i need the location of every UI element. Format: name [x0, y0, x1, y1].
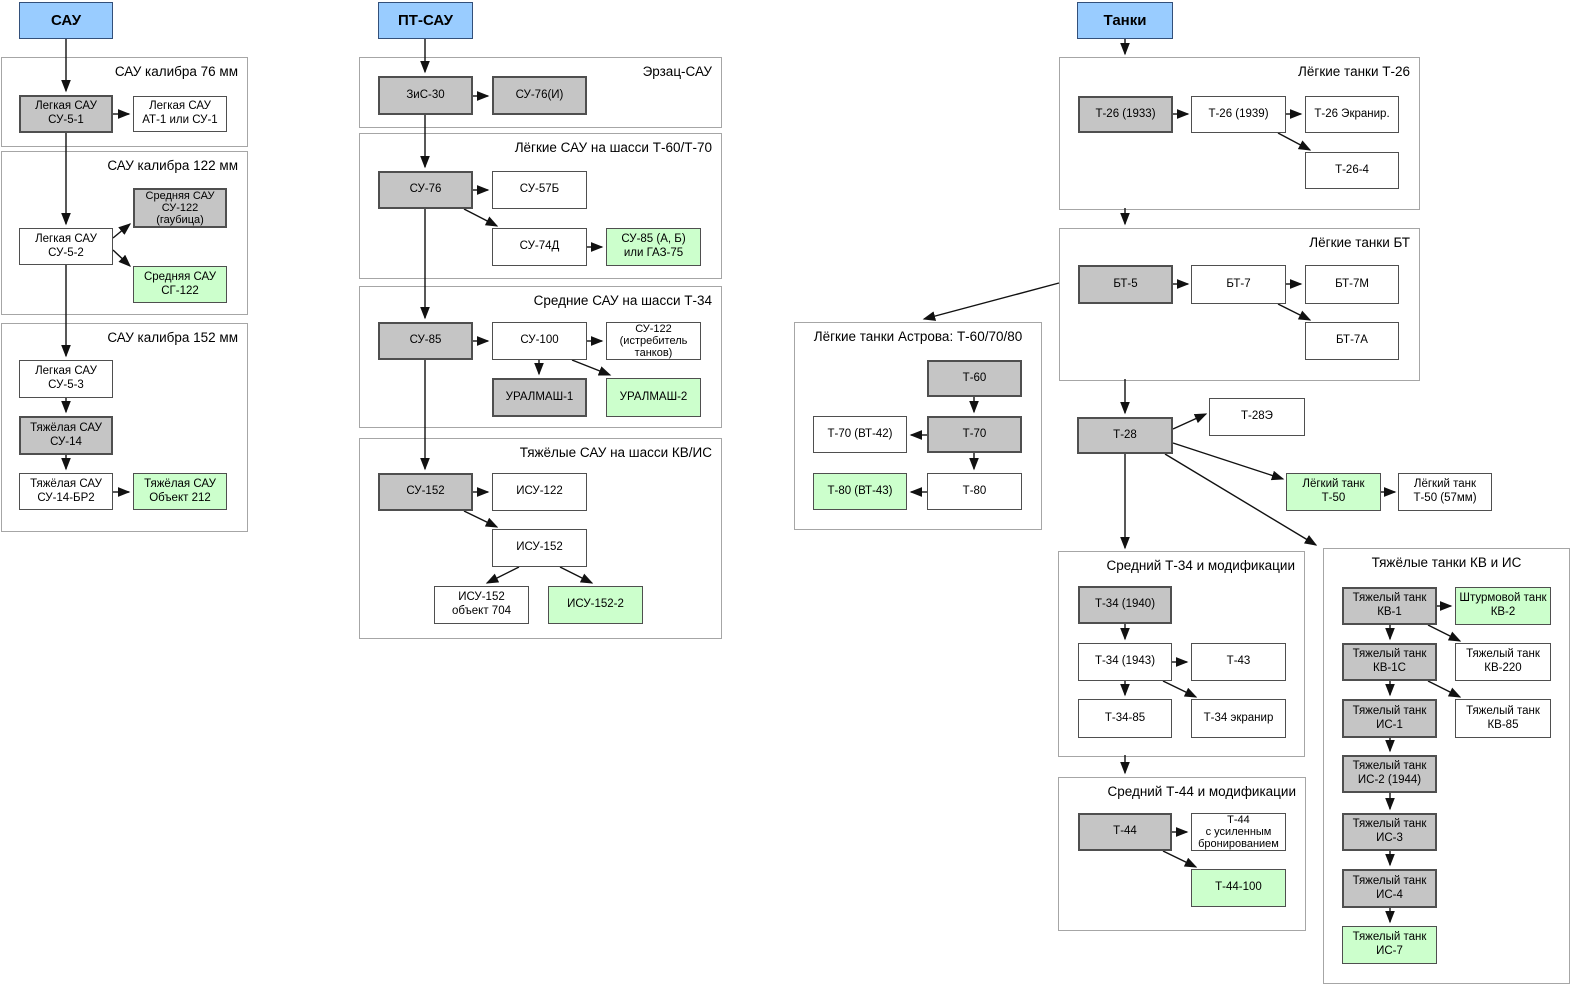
node-t-34-1940: Т-34 (1940) — [1078, 586, 1172, 624]
node-is-7: Тяжелый танк ИС-7 — [1342, 926, 1437, 964]
node-kv-85: Тяжелый танк КВ-85 — [1455, 699, 1551, 738]
group-title: САУ калибра 122 мм — [107, 158, 238, 173]
node-t-28e: Т-28Э — [1209, 398, 1305, 436]
node-t-44-reinforced-armor: Т-44 с усиленным бронированием — [1191, 813, 1286, 851]
group-title: Средний Т-44 и модификации — [1107, 784, 1296, 799]
node-t-44-100: Т-44-100 — [1191, 869, 1286, 907]
node-at-1-or-su-1: Легкая САУ АТ-1 или СУ-1 — [133, 96, 227, 132]
node-su-14-br2: Тяжёлая САУ СУ-14-БР2 — [19, 473, 113, 510]
node-t-26-screened: Т-26 Экранир. — [1305, 96, 1399, 133]
arrow-t28-t28e — [1172, 413, 1208, 430]
node-kv-1: Тяжелый танк КВ-1 — [1342, 587, 1437, 625]
group-title: Лёгкие танки Астрова: Т-60/70/80 — [813, 329, 1023, 344]
node-is-4: Тяжелый танк ИС-4 — [1342, 869, 1437, 908]
node-t-50-57mm: Лёгкий танк Т-50 (57мм) — [1398, 473, 1492, 511]
group-title: Средние САУ на шасси Т-34 — [533, 293, 712, 308]
arrow-btgroup-astrovgroup — [922, 282, 1060, 321]
node-t-60: Т-60 — [927, 360, 1022, 397]
group-title: САУ калибра 152 мм — [107, 330, 238, 345]
group-title: Тяжёлые САУ на шасси КВ/ИС — [519, 445, 712, 460]
node-t-44: Т-44 — [1078, 813, 1172, 851]
node-su-5-3: Легкая САУ СУ-5-3 — [19, 360, 113, 398]
node-t-80-bt-43: Т-80 (ВТ-43) — [813, 473, 907, 510]
header-tanks: Танки — [1077, 2, 1173, 39]
node-zis-30: ЗиС-30 — [378, 76, 473, 115]
node-t-70: Т-70 — [927, 416, 1022, 453]
node-bt-7m: БТ-7М — [1305, 265, 1399, 304]
node-t-34-85: Т-34-85 — [1078, 699, 1172, 738]
node-su-122-howitzer: Средняя САУ СУ-122 (гаубица) — [133, 188, 227, 228]
node-su-57b: СУ-57Б — [492, 171, 587, 209]
node-su-14: Тяжёлая САУ СУ-14 — [19, 416, 113, 455]
group-title: САУ калибра 76 мм — [114, 64, 238, 79]
node-su-74d: СУ-74Д — [492, 228, 587, 266]
node-kv-2: Штурмовой танк КВ-2 — [1455, 587, 1551, 625]
node-isu-152: ИСУ-152 — [492, 529, 587, 567]
node-su-85ab-gaz-75: СУ-85 (А, Б) или ГАЗ-75 — [606, 228, 701, 266]
node-su-5-2: Легкая САУ СУ-5-2 — [19, 228, 113, 265]
header-pt-sau: ПТ-САУ — [378, 2, 473, 39]
node-t-80: Т-80 — [927, 473, 1022, 510]
group-title: Лёгкие САУ на шасси Т-60/Т-70 — [514, 140, 712, 155]
node-t-50: Лёгкий танк Т-50 — [1286, 473, 1381, 511]
node-is-3: Тяжелый танк ИС-3 — [1342, 813, 1437, 851]
node-isu-122: ИСУ-122 — [492, 473, 587, 511]
header-sau: САУ — [19, 2, 113, 39]
node-t-26-4: Т-26-4 — [1305, 152, 1399, 189]
node-su-5-1: Легкая САУ СУ-5-1 — [19, 95, 113, 133]
node-uralmash-2: УРАЛМАШ-2 — [606, 378, 701, 417]
node-object-212: Тяжёлая САУ Объект 212 — [133, 473, 227, 510]
node-kv-1s: Тяжелый танк КВ-1С — [1342, 643, 1437, 681]
group-title: Эрзац-САУ — [642, 64, 712, 79]
node-su-122-tank-destroyer: СУ-122 (истребитель танков) — [606, 322, 701, 360]
group-title: Лёгкие танки БТ — [1309, 235, 1410, 250]
node-t-70-bt-42: Т-70 (ВТ-42) — [813, 416, 907, 453]
group-title: Тяжёлые танки КВ и ИС — [1371, 555, 1522, 570]
node-bt-7: БТ-7 — [1191, 265, 1286, 304]
node-t-26-1939: Т-26 (1939) — [1191, 96, 1286, 133]
node-su-100: СУ-100 — [492, 322, 587, 360]
node-su-85: СУ-85 — [378, 322, 473, 360]
node-sg-122: Средняя САУ СГ-122 — [133, 266, 227, 303]
group-title: Лёгкие танки Т-26 — [1298, 64, 1410, 79]
node-t-43: Т-43 — [1191, 643, 1286, 681]
node-isu-152-object-704: ИСУ-152 объект 704 — [434, 586, 529, 624]
node-is-2-1944: Тяжелый танк ИС-2 (1944) — [1342, 755, 1437, 793]
node-is-1: Тяжелый танк ИС-1 — [1342, 699, 1437, 738]
node-t-28: Т-28 — [1077, 417, 1173, 454]
node-bt-5: БТ-5 — [1078, 265, 1173, 304]
node-bt-7a: БТ-7А — [1305, 322, 1399, 360]
node-isu-152-2: ИСУ-152-2 — [548, 586, 643, 624]
node-uralmash-1: УРАЛМАШ-1 — [492, 378, 587, 417]
node-t-26-1933: Т-26 (1933) — [1078, 96, 1173, 133]
arrow-t28-t50 — [1172, 442, 1285, 481]
node-t-34-1943: Т-34 (1943) — [1078, 643, 1172, 681]
node-kv-220: Тяжелый танк КВ-220 — [1455, 643, 1551, 681]
node-su-76i: СУ-76(И) — [492, 76, 587, 115]
group-t44-tanks: Средний Т-44 и модификации — [1058, 777, 1306, 931]
node-su-76: СУ-76 — [378, 171, 473, 209]
node-su-152: СУ-152 — [378, 473, 473, 511]
node-t-34-screened: Т-34 экранир — [1191, 699, 1286, 738]
group-title: Средний Т-34 и модификации — [1106, 558, 1295, 573]
